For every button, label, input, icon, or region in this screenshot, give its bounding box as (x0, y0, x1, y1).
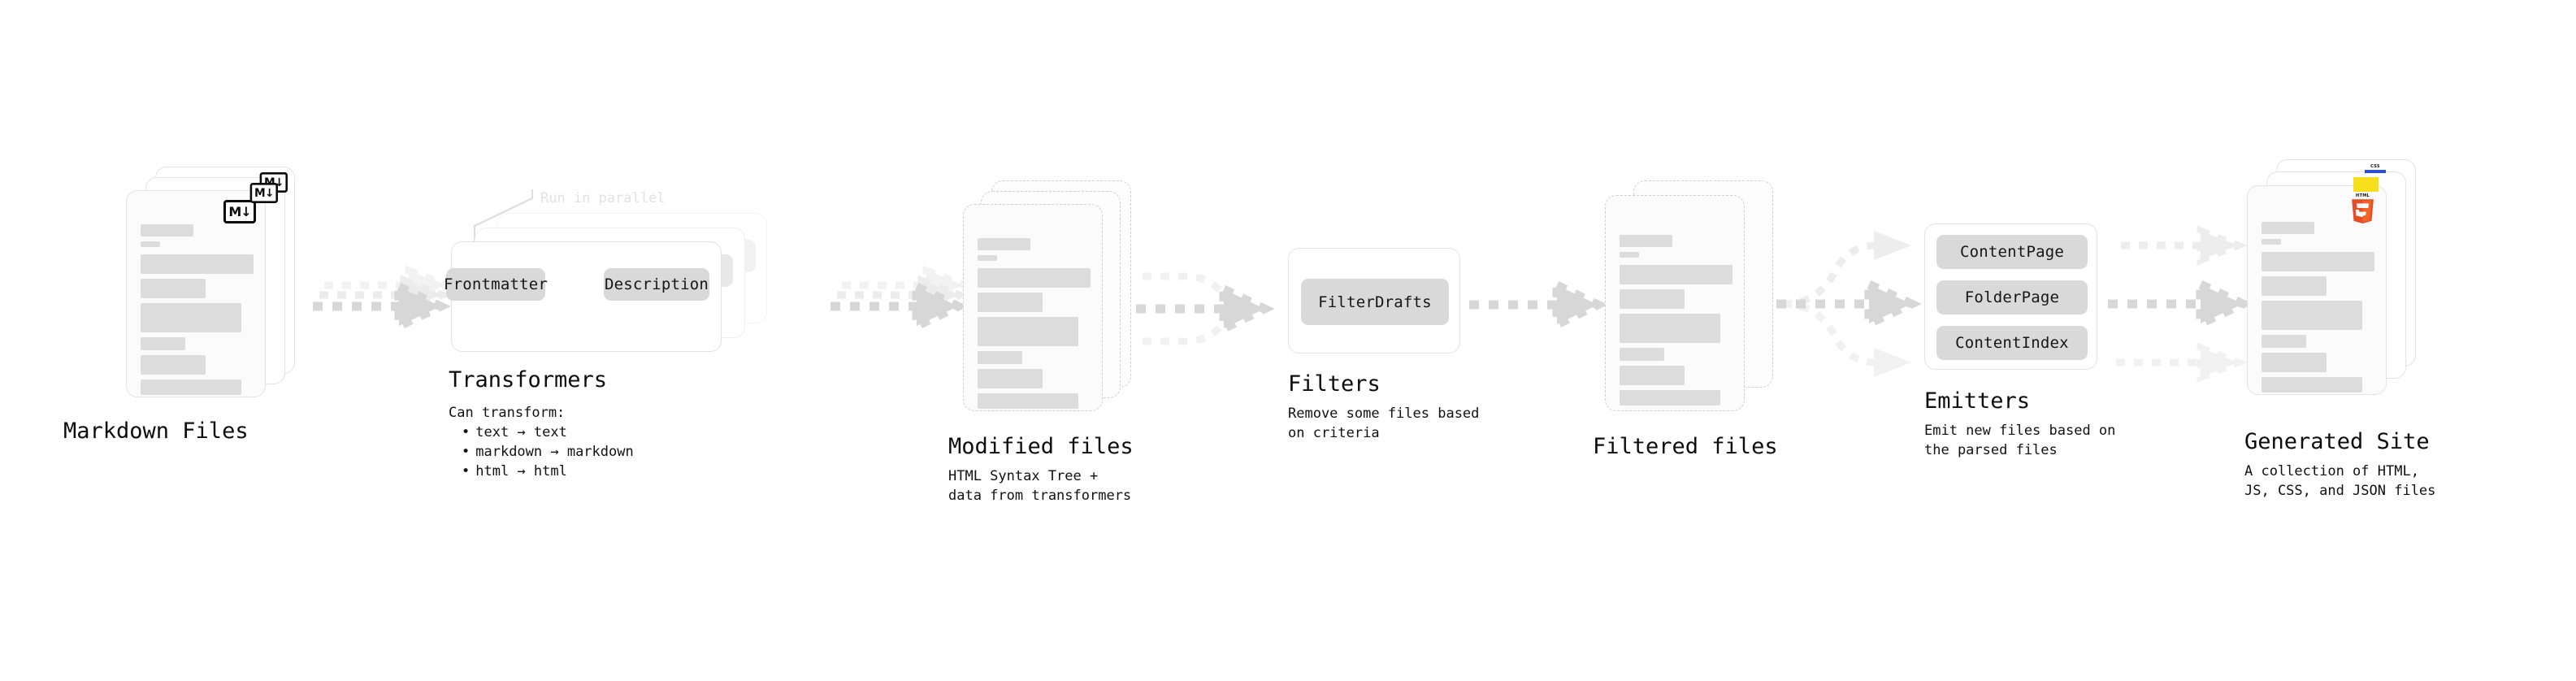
skeleton-line (2262, 377, 2362, 393)
stage-subtitle-emitters: Emit new files based on the parsed files (1924, 423, 2116, 458)
skeleton-line (2262, 239, 2281, 245)
stage-title-generated-site: Generated Site (2244, 429, 2430, 454)
skeleton-line (141, 355, 206, 375)
run-in-parallel-label: Run in parallel (540, 190, 666, 206)
transformer-group-front: Frontmatter Description (444, 241, 722, 352)
stage-subtitle-generated-site: A collection of HTML, JS, CSS, and JSON … (2244, 463, 2436, 499)
skeleton-line (141, 279, 206, 298)
connector-markdown-to-transformers (313, 265, 458, 333)
document-card-front: M↓ (126, 190, 266, 397)
transformers-capabilities-list: text → text markdown → markdown html → h… (449, 423, 634, 481)
css-badge-label: CSS (2370, 164, 2380, 169)
stage-subtitle-filters: Remove some files based on criteria (1288, 406, 1480, 441)
connector-filters-to-filtered (1469, 278, 1608, 332)
emitter-chip-contentindex[interactable]: ContentIndex (1936, 326, 2088, 360)
css-badge: CSS (2365, 164, 2386, 176)
filter-chip-filterdrafts[interactable]: FilterDrafts (1301, 279, 1449, 325)
skeleton-line (978, 268, 1091, 288)
skeleton-line (2262, 301, 2362, 330)
transformer-chip-description[interactable]: Description (604, 268, 709, 301)
skeleton-line (1620, 366, 1685, 385)
document-card-front: HTML (2247, 185, 2387, 395)
skeleton-line (2262, 335, 2306, 348)
skeleton-line (978, 393, 1078, 409)
document-card-front (1605, 195, 1745, 411)
emitter-chip-folderpage[interactable]: FolderPage (1936, 280, 2088, 314)
stage-generated-site: CSS HTML (2244, 159, 2435, 499)
connector-transformers-to-modified (830, 265, 975, 333)
filtered-file-stack (1605, 180, 1780, 416)
skeleton-line (2262, 222, 2314, 234)
emitter-chip-contentpage[interactable]: ContentPage (1936, 235, 2088, 269)
skeleton-line (2262, 276, 2327, 296)
list-item: text → text (462, 423, 634, 442)
skeleton-line (1620, 265, 1733, 284)
skeleton-line (2262, 353, 2327, 372)
stage-filtered-files: Filtered files (1593, 180, 1780, 459)
modified-file-stack (963, 180, 1138, 416)
transformers-capabilities: Can transform: text → text markdown → ma… (449, 403, 634, 481)
skeleton-line (1620, 235, 1672, 247)
markdown-file-stack: M↓ M↓ M↓ (126, 167, 301, 402)
stage-modified-files: Modified files HTML Syntax Tree + data f… (948, 180, 1138, 504)
document-card-front (963, 204, 1103, 411)
stage-markdown-files: M↓ M↓ M↓ Markdown Files (63, 167, 301, 444)
skeleton-line (141, 241, 160, 247)
filter-group-box: FilterDrafts (1288, 248, 1460, 354)
skeleton-line (978, 255, 997, 261)
skeleton-line (1620, 348, 1664, 361)
generated-file-stack: CSS HTML (2247, 159, 2422, 403)
skeleton-line (1620, 252, 1639, 258)
skeleton-line (141, 380, 241, 395)
stage-title-transformers: Transformers (449, 367, 608, 393)
skeleton-line (2262, 252, 2374, 271)
skeleton-line (1620, 314, 1720, 343)
transformers-capabilities-header: Can transform: (449, 405, 566, 421)
stage-title-markdown-files: Markdown Files (63, 419, 249, 444)
stage-subtitle-modified-files: HTML Syntax Tree + data from transformer… (948, 468, 1132, 504)
skeleton-line (1620, 390, 1720, 406)
skeleton-line (141, 303, 241, 332)
html5-icon: HTML (2352, 193, 2374, 223)
markdown-badge: M↓ (223, 200, 256, 223)
connector-filtered-to-emitters (1776, 231, 1923, 377)
css-badge-bar (2365, 170, 2386, 173)
svg-text:HTML: HTML (2356, 193, 2370, 198)
list-item: markdown → markdown (462, 442, 633, 462)
skeleton-line (1620, 289, 1685, 309)
transformer-chip-frontmatter[interactable]: Frontmatter (444, 268, 548, 301)
stage-title-filters: Filters (1288, 371, 1381, 397)
stage-title-filtered-files: Filtered files (1593, 434, 1778, 459)
skeleton-line (978, 293, 1043, 312)
markdown-badge-middle: M↓ (249, 183, 278, 203)
skeleton-line (978, 369, 1043, 388)
stage-title-emitters: Emitters (1924, 388, 2031, 414)
connector-emitters-to-site (2108, 225, 2254, 383)
js-badge (2353, 177, 2379, 192)
emitter-group-box: ContentPage FolderPage ContentIndex (1924, 223, 2097, 370)
connector-modified-to-filters (1136, 272, 1275, 345)
skeleton-line (141, 224, 193, 236)
skeleton-line (141, 337, 185, 350)
skeleton-line (141, 254, 254, 274)
skeleton-line (978, 238, 1030, 250)
stage-title-modified-files: Modified files (948, 434, 1134, 459)
skeleton-line (978, 317, 1078, 346)
skeleton-line (978, 351, 1022, 364)
list-item: html → html (462, 462, 634, 481)
